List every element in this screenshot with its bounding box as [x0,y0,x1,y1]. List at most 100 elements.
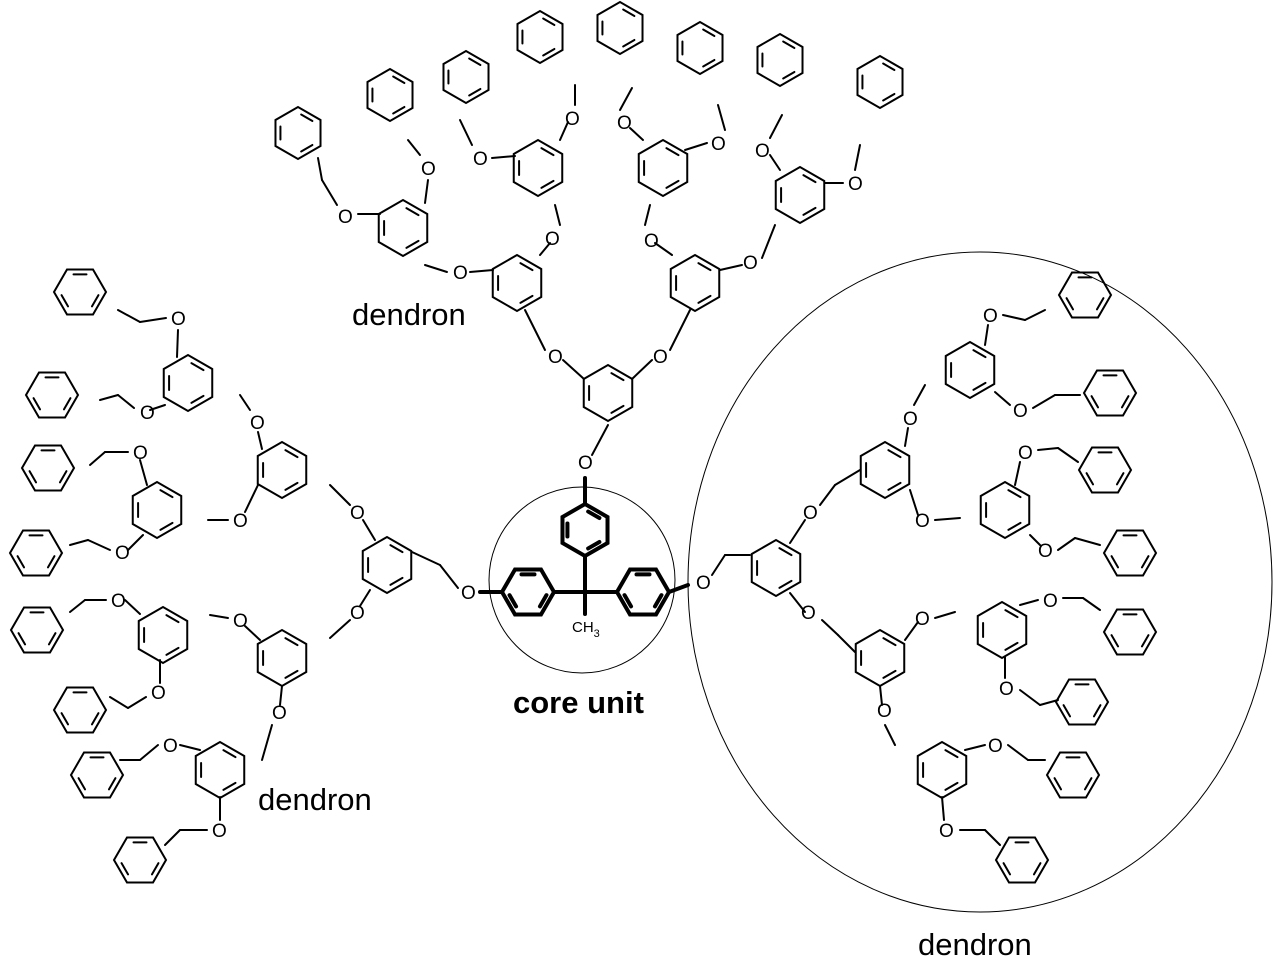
oxygen-atom: O [548,347,563,368]
double-bond [1090,395,1100,409]
double-bond [190,394,205,404]
bond [717,104,726,131]
double-bond [1083,777,1093,791]
oxygen-atom: O [133,443,148,464]
oxygen-atom: O [848,174,863,195]
oxygen-atom: O [115,543,130,564]
oxygen-atom: O [877,701,892,722]
core-unit-circle [488,486,676,674]
oxygen-atom: O [163,736,178,757]
bond [459,119,473,146]
bond [834,469,861,486]
bond [904,427,909,447]
double-bond [300,113,314,123]
bond [179,744,201,751]
double-bond [540,147,555,157]
double-bond [652,593,664,609]
oxygen-atom: O [999,679,1014,700]
bond [149,404,166,411]
double-bond [610,404,625,414]
double-bond [782,70,796,80]
double-bond [190,362,205,372]
double-bond [62,397,72,411]
ring [859,440,911,500]
ring [979,480,1031,540]
ring [442,49,490,105]
bond [1029,534,1041,546]
double-bond [77,777,87,791]
double-bond [1092,704,1102,718]
double-bond [507,593,519,609]
bond [684,142,708,151]
double-bond [165,614,180,624]
bond [89,451,106,466]
bond [244,484,259,513]
bond [669,309,691,351]
oxygen-atom: O [233,511,248,532]
bond [719,264,743,271]
double-bond [32,397,42,411]
oxygen-atom: O [903,409,918,430]
bond [1057,537,1076,551]
ring [1077,446,1133,494]
ring [162,353,214,413]
double-bond [389,544,404,554]
double-bond [150,862,160,876]
double-bond [90,712,100,726]
double-bond [1140,634,1150,648]
double-bond [284,669,299,679]
ring [1102,529,1158,577]
oxygen-atom: O [461,583,476,604]
ring [669,253,721,313]
double-bond [46,555,56,569]
double-bond [1032,862,1042,876]
bond [69,599,86,613]
double-bond [882,92,896,102]
double-bond [1053,777,1063,791]
bond [257,431,263,450]
oxygen-atom: O [338,207,353,228]
bond [117,309,141,323]
ring [52,268,108,316]
ring [1054,678,1110,726]
bond [244,625,261,641]
oxygen-atom: O [212,821,227,842]
double-bond [586,539,602,551]
oxygen-atom: O [743,253,758,274]
oxygen-atom: O [545,229,560,250]
oxygen-atom: O [350,503,365,524]
double-bond [1110,634,1120,648]
ring [8,529,64,577]
bond [424,179,429,204]
ring [637,138,689,198]
double-bond [58,470,68,484]
bond [139,317,167,323]
ring [750,538,802,598]
bond [1002,314,1026,321]
bond [127,696,147,709]
ring [516,9,564,65]
double-bond [17,632,27,646]
double-bond [882,62,896,72]
oxygen-atom: O [233,611,248,632]
double-bond [1062,704,1072,718]
oxygen-atom: O [1038,541,1053,562]
ring [676,20,724,76]
bond [329,619,351,639]
double-bond [16,555,26,569]
double-bond [665,147,680,157]
ring [361,535,413,595]
ring [1082,369,1138,417]
double-bond [159,489,174,499]
bond [769,154,781,171]
double-bond [60,294,70,308]
bond [1024,309,1046,321]
double-bond [468,57,482,67]
double-bond [1140,555,1150,569]
oxygen-atom: O [803,503,818,524]
dendron-label-right: dendron [918,927,1032,962]
double-bond [882,669,897,679]
bond [619,87,633,111]
bond [109,696,129,709]
double-bond [1095,297,1105,311]
